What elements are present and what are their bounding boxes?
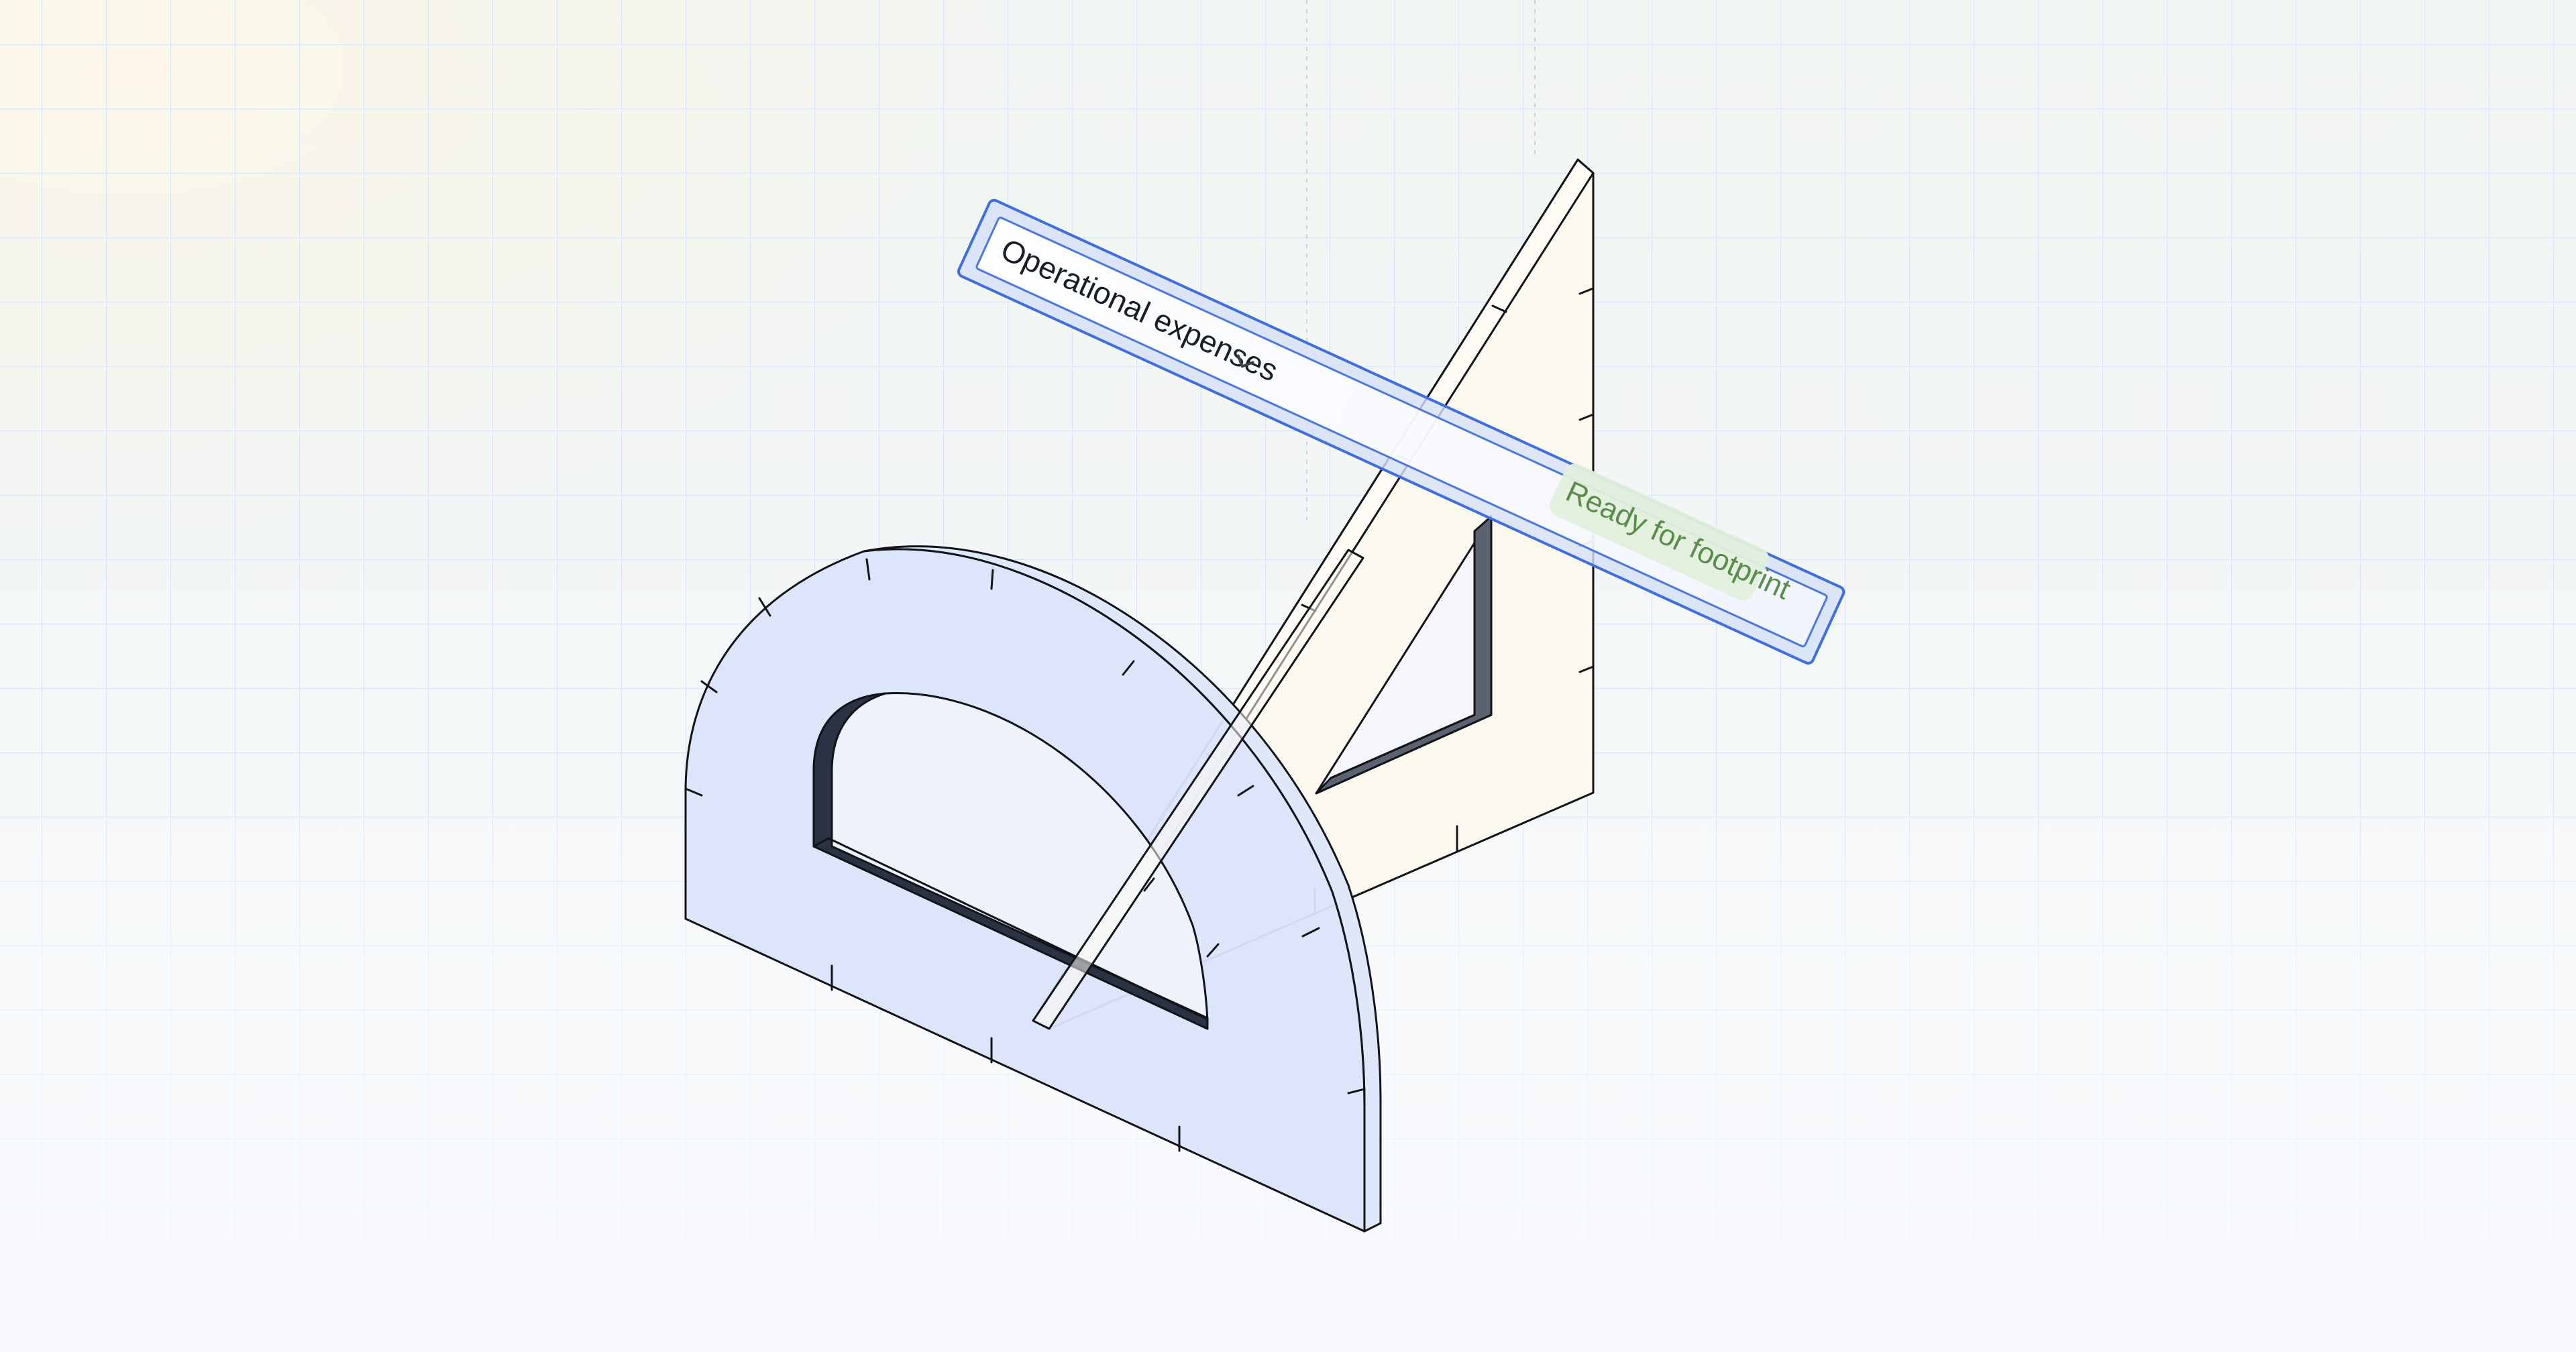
chevron-down-icon[interactable]: [1235, 354, 1254, 370]
protractor-ticks: [684, 558, 1366, 1152]
protractor-cutout-wall: [812, 692, 1209, 1030]
status-badge: [1550, 463, 1769, 601]
set-square-front-edge: [1032, 549, 1364, 1030]
dropdown-card: Operational expenses Ready for footprint: [957, 199, 1845, 665]
